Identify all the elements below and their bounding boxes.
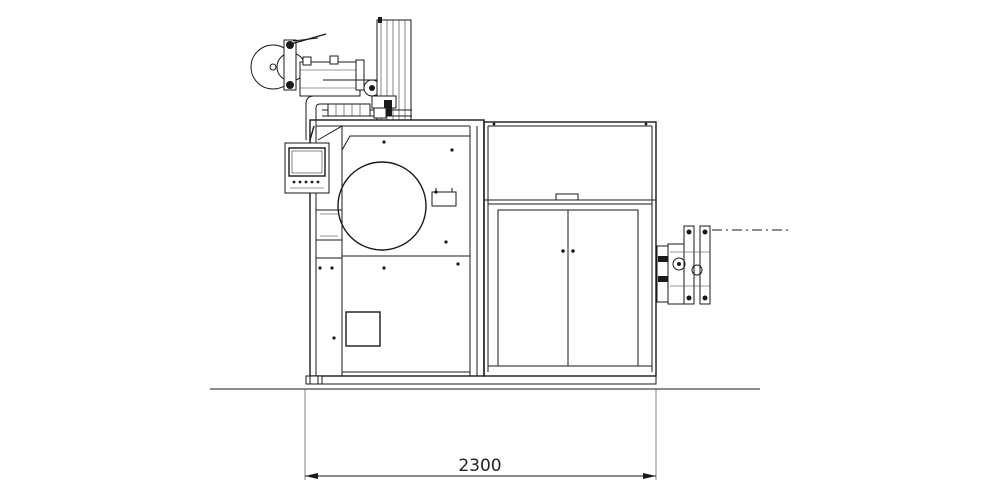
web-guide-pipe	[305, 95, 412, 140]
side-mount-unit	[656, 225, 792, 305]
control-touch-panel	[284, 125, 330, 194]
right-enclosure	[483, 121, 657, 377]
dimension-label: 2300	[458, 456, 501, 476]
width-dimension: 2300	[304, 389, 657, 480]
vertical-mast	[371, 17, 412, 121]
unwind-roll-assembly	[250, 33, 382, 97]
main-cabinet	[305, 119, 657, 385]
